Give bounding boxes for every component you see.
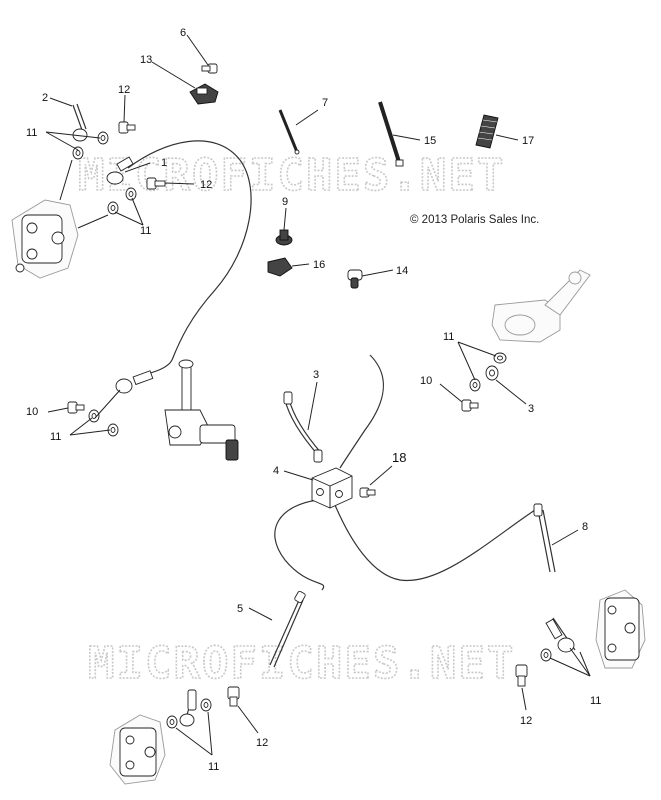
callout-11: 11 [50, 431, 61, 443]
callout-11: 11 [443, 331, 454, 343]
watermark-top: MICROFICHES.NET [78, 150, 505, 201]
banjo-rear [115, 378, 133, 394]
callout-6: 6 [180, 27, 186, 39]
callout-11: 11 [140, 225, 151, 237]
hose-front-left [127, 140, 252, 361]
washers [72, 131, 552, 729]
fitting-3-bottom [313, 449, 323, 463]
hose-right-upper [339, 354, 384, 469]
callout-12: 12 [200, 179, 212, 191]
grommet-9 [275, 229, 293, 246]
fitting-8 [533, 503, 543, 517]
caliper-rear-right [595, 589, 646, 669]
callout-10: 10 [26, 406, 38, 418]
callout-10: 10 [420, 375, 432, 387]
callout-5: 5 [237, 603, 243, 615]
callout-1: 1 [161, 157, 167, 169]
hose-8-body [537, 509, 551, 573]
caliper-front-left [11, 199, 79, 279]
banjo-fittings [72, 128, 575, 727]
callout-18: 18 [392, 450, 406, 465]
callout-12: 12 [256, 737, 268, 749]
callout-4: 4 [273, 465, 279, 477]
hose-5-body2 [273, 599, 304, 668]
hose-2-body2 [76, 103, 87, 130]
hose-3-body2 [288, 398, 323, 455]
callout-8: 8 [582, 521, 588, 533]
callout-labels: 6 13 2 12 11 1 12 11 7 15 17 9 16 14 11 … [26, 27, 601, 773]
callout-3: 3 [313, 369, 319, 381]
master-cylinder-front [491, 269, 591, 343]
clip-13 [189, 83, 219, 105]
junction-block [311, 467, 353, 509]
callout-13: 13 [140, 54, 152, 66]
hose-junction-left [274, 499, 325, 591]
bolts [67, 63, 528, 707]
callout-17: 17 [522, 135, 534, 147]
hose-8-body2 [542, 509, 556, 573]
clip-16 [267, 257, 293, 277]
rod-7 [278, 109, 300, 155]
hose-5-body [269, 597, 301, 666]
clip-14 [347, 269, 363, 289]
callout-14: 14 [396, 265, 408, 277]
callout-16: 16 [313, 259, 325, 271]
callout-12: 12 [520, 715, 532, 727]
callout-2: 2 [42, 92, 48, 104]
leader-lines [45, 34, 591, 756]
callout-7: 7 [322, 97, 328, 109]
master-cylinder-rear [164, 359, 239, 461]
spring-17 [475, 114, 499, 149]
callout-11: 11 [26, 127, 37, 139]
hose-2-body [72, 104, 83, 131]
watermark-bottom: MICROFICHES.NET [88, 638, 515, 689]
callout-15: 15 [424, 135, 436, 147]
caliper-rear-left [109, 714, 166, 785]
callout-9: 9 [282, 196, 288, 208]
callout-11: 11 [590, 695, 601, 707]
fitting-3-top [283, 391, 293, 405]
rod-15 [378, 101, 404, 167]
callout-12: 12 [118, 84, 130, 96]
banjo-rear-left [179, 713, 195, 727]
banjo-1 [106, 171, 124, 185]
fitting-5 [294, 590, 306, 604]
callout-3: 3 [528, 403, 534, 415]
callout-11: 11 [208, 761, 219, 773]
hose-junction-right [334, 504, 536, 582]
copyright-notice: © 2013 Polaris Sales Inc. [410, 214, 539, 226]
